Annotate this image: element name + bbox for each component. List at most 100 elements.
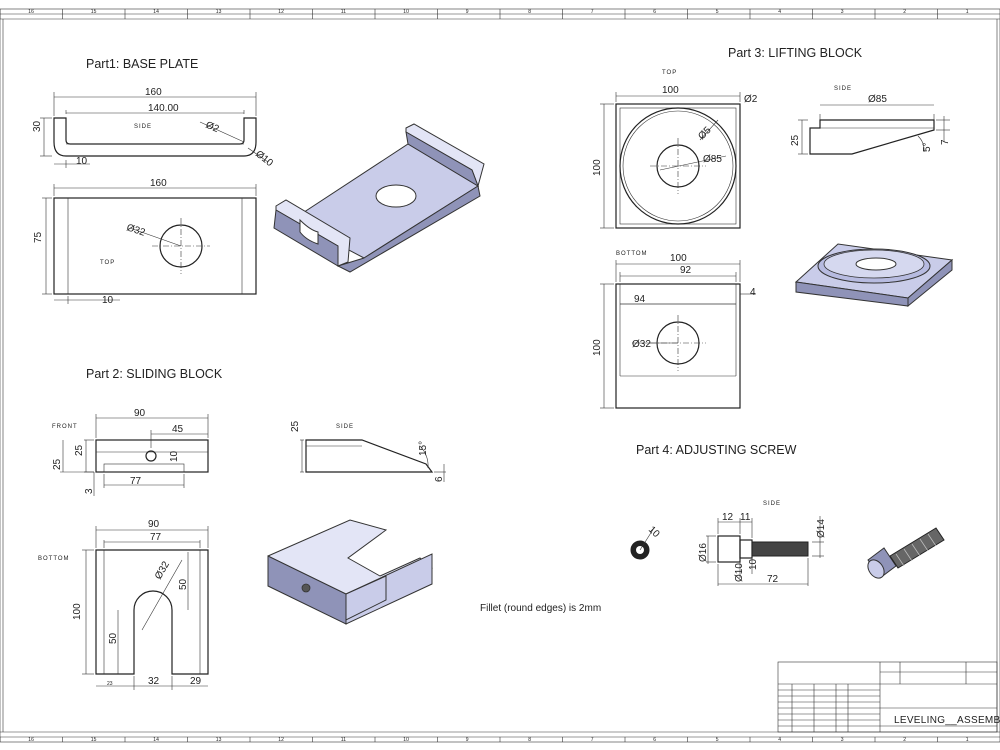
part1-top-label: TOP [100,260,115,266]
ruler-top-number: 13 [216,9,222,15]
part3-bottom-label: BOTTOM [616,251,648,257]
ruler-bottom-number: 3 [841,737,844,743]
part2-front-dim-90: 90 [134,408,146,419]
part4-side-dim-d16: Ø16 [698,543,709,562]
ruler-top-number: 10 [403,9,409,15]
part3-bottom-dim-100b: 100 [592,339,603,356]
part4-end-dim-10: 10 [646,524,662,540]
ruler-top-number: 9 [466,9,469,15]
part2-bottom-dim-77: 77 [150,532,162,543]
ruler-top-number: 6 [653,9,656,15]
ruler-top-number: 7 [591,9,594,15]
part1-side-dim-160: 160 [145,87,162,98]
part2-bottom-dim-50b: 50 [108,632,119,644]
ruler-top-number: 8 [528,9,531,15]
part3-bottom-dim-d32: Ø32 [632,339,651,350]
ruler-bottom-number: 5 [716,737,719,743]
part2-front-dim-77: 77 [130,476,142,487]
part1-side-dim-30: 30 [32,120,43,132]
part4-side-dim-12: 12 [722,512,734,523]
part3-top-dim-d2: Ø2 [744,94,758,105]
part2-title: Part 2: SLIDING BLOCK [86,367,223,381]
part3-side-dim-25: 25 [790,134,801,146]
part1-top-dim-160: 160 [150,178,167,189]
part3-side-label: SIDE [834,86,852,92]
part4-side-dim-d14: Ø14 [816,519,827,538]
fillet-note: Fillet (round edges) is 2mm [480,603,601,614]
part3-bottom-dim-92: 92 [680,265,692,276]
part2-bottom-dim-100: 100 [72,603,83,620]
part2-side-label: SIDE [336,424,354,430]
part3-side-dim-5deg: 5° [922,142,933,152]
part2-side-dim-15deg: 15° [418,441,429,456]
part3-bottom-dim-4: 4 [750,287,756,298]
part4-side-dim-10: 10 [748,558,759,570]
ruler-bottom-number: 15 [91,737,97,743]
part4-side-dim-d10: Ø10 [734,563,745,582]
part2-front-dim-25a: 25 [74,444,85,456]
part1-side-view: 160 140.00 30 10 Ø2 Ø10 SIDE [32,87,275,169]
part4-title: Part 4: ADJUSTING SCREW [636,443,797,457]
part3-isometric [794,243,954,308]
ruler-top-number: 15 [91,9,97,15]
part3-top-dim-100b: 100 [592,159,603,176]
part1-side-dim-140: 140.00 [148,103,179,114]
part2-front-view: 90 45 25 25 10 77 3 FRONT [52,408,209,496]
part2-bottom-dim-23: 23 [107,681,113,687]
ruler-bottom-number: 8 [528,737,531,743]
part3-top-label: TOP [662,70,677,76]
part4-end-view: 10 [630,524,662,560]
part3-bottom-view: 100 92 94 4 100 Ø32 BOTTOM [592,251,756,409]
part2-side-dim-25: 25 [290,420,301,432]
part3-side-dim-d85: Ø85 [868,94,887,105]
part2-bottom-view: 90 77 Ø32 50 100 50 23 32 29 BOTTOM [38,519,209,690]
ruler-bottom-number: 9 [466,737,469,743]
ruler-bottom-number: 6 [653,737,656,743]
ruler-bottom-number: 4 [778,737,781,743]
part1-top-dim-d32: Ø32 [125,222,147,238]
part2-front-label: FRONT [52,424,78,430]
ruler-bottom-number: 10 [403,737,409,743]
part4-isometric [867,527,945,579]
part1-side-label: SIDE [134,124,152,130]
ruler-bottom-number: 11 [341,737,346,743]
part4-side-dim-11: 11 [740,512,751,523]
part1-top-dim-75: 75 [33,231,44,243]
ruler-top-number: 4 [778,9,781,15]
part2-bottom-label: BOTTOM [38,556,70,562]
part2-isometric [267,519,433,625]
ruler-top-number: 2 [903,9,906,15]
ruler-top-number: 3 [841,9,844,15]
part1-isometric [273,123,485,273]
part1-top-dim-10: 10 [102,295,114,306]
part3-side-view: Ø85 25 7 5° SIDE [790,86,951,155]
ruler-top-number: 5 [716,9,719,15]
ruler-top-number: 14 [153,9,159,15]
part2-front-dim-3: 3 [84,488,95,494]
ruler-bottom-number: 12 [278,737,284,743]
title-block-drawing-name: LEVELING__ASSEMBLY [894,715,1000,726]
part3-top-dim-d85: Ø85 [703,154,722,165]
part2-front-dim-10: 10 [169,450,180,462]
part1-title: Part1: BASE PLATE [86,57,198,71]
part2-bottom-dim-d32: Ø32 [153,559,172,581]
part3-title: Part 3: LIFTING BLOCK [728,46,863,60]
part2-bottom-dim-90: 90 [148,519,160,530]
part2-bottom-dim-29: 29 [190,676,202,687]
part2-bottom-dim-50a: 50 [178,578,189,590]
part1-top-view: 160 75 10 Ø32 TOP [33,178,257,306]
part3-top-dim-100a: 100 [662,85,679,96]
ruler-bottom-number: 13 [216,737,222,743]
ruler-bottom-number: 14 [153,737,159,743]
part2-bottom-dim-32: 32 [148,676,160,687]
part4-side-label: SIDE [763,501,781,507]
ruler-bottom-number: 2 [903,737,906,743]
part2-front-dim-25b: 25 [52,458,63,470]
title-block: LEVELING__ASSEMBLY [777,661,1000,733]
part1-side-dim-r10: Ø10 [253,149,275,170]
part4-side-view: 12 11 Ø14 Ø16 Ø10 10 72 SIDE [698,501,827,586]
ruler-top-number: 11 [341,9,346,15]
